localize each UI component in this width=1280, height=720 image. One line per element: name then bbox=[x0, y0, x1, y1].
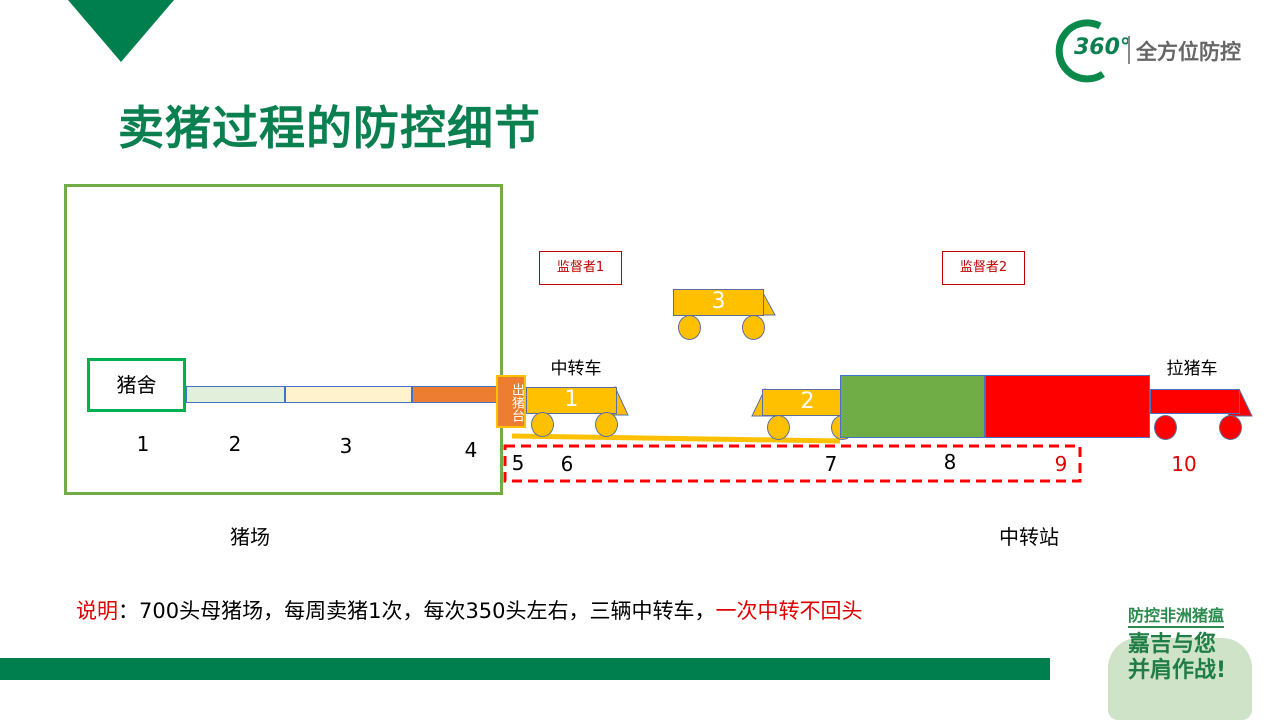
badge-line-3: 并肩作战! bbox=[1128, 658, 1227, 683]
zone-3 bbox=[285, 386, 412, 403]
note: 说明：700头母猪场，每周卖猪1次，每次350头左右，三辆中转车，一次中转不回头 bbox=[76, 595, 863, 625]
supervisor-2: 监督者2 bbox=[942, 251, 1025, 285]
note-prefix: 说明 bbox=[76, 599, 118, 623]
page-title: 卖猪过程的防控细节 bbox=[118, 101, 541, 155]
footer-bar bbox=[0, 658, 1050, 680]
pig-truck-body bbox=[1150, 389, 1240, 414]
step-1: 1 bbox=[136, 432, 150, 456]
note-body: ：700头母猪场，每周卖猪1次，每次350头左右，三辆中转车， bbox=[118, 599, 716, 623]
logo-text: 全方位防控 bbox=[1136, 40, 1241, 64]
wheel bbox=[742, 315, 765, 340]
wheel bbox=[531, 412, 554, 437]
badge-line-2: 嘉吉与您 bbox=[1128, 632, 1217, 657]
truck-2: 2 bbox=[762, 389, 853, 416]
wheel bbox=[678, 315, 701, 340]
logo-ring-icon bbox=[1055, 19, 1105, 83]
farm-box bbox=[64, 184, 503, 495]
step-10: 10 bbox=[1171, 452, 1197, 476]
station-label: 中转站 bbox=[999, 525, 1059, 549]
supervisor-1: 监督者1 bbox=[539, 251, 622, 285]
fists-illustration bbox=[1108, 638, 1252, 720]
campaign-badge: 防控非洲猪瘟 嘉吉与您 并肩作战! bbox=[1100, 600, 1260, 720]
wheel bbox=[595, 412, 618, 437]
logo-number: 360° bbox=[1074, 35, 1131, 60]
pig-truck-label: 拉猪车 bbox=[1166, 359, 1218, 379]
loading-platform: 出猪台 bbox=[496, 375, 526, 428]
pig-pen-box: 猪舍 bbox=[87, 358, 186, 412]
logo-360: 360° 全方位防控 bbox=[1048, 18, 1258, 84]
step-6: 6 bbox=[560, 452, 574, 476]
transfer-truck-label: 中转车 bbox=[550, 359, 602, 379]
farm-label: 猪场 bbox=[230, 525, 270, 549]
step-9: 9 bbox=[1054, 452, 1068, 476]
logo-divider bbox=[1128, 36, 1130, 64]
dashed-zone bbox=[503, 444, 1082, 483]
note-highlight: 一次中转不回头 bbox=[715, 599, 863, 623]
transfer-station-red bbox=[985, 375, 1150, 438]
corner-triangle bbox=[68, 0, 174, 62]
truck-1: 1 bbox=[526, 387, 617, 414]
wheel bbox=[1219, 415, 1242, 440]
step-2: 2 bbox=[228, 432, 242, 456]
transfer-path bbox=[511, 433, 841, 444]
step-4: 4 bbox=[464, 438, 478, 462]
zone-2 bbox=[186, 386, 285, 403]
wheel bbox=[767, 415, 790, 440]
step-5: 5 bbox=[511, 451, 525, 475]
truck-3: 3 bbox=[673, 289, 764, 316]
wheel bbox=[1154, 415, 1177, 440]
badge-line-1: 防控非洲猪瘟 bbox=[1128, 602, 1225, 628]
step-3: 3 bbox=[339, 434, 353, 458]
step-7: 7 bbox=[824, 452, 838, 476]
step-8: 8 bbox=[943, 450, 957, 474]
transfer-station-green bbox=[840, 375, 985, 438]
